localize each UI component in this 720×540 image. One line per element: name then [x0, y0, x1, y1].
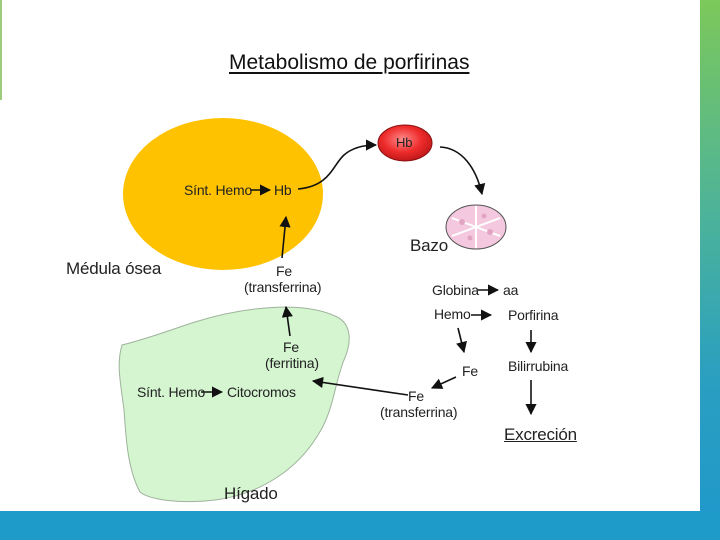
- arrow-hemo-to-fe: [458, 328, 464, 352]
- arrow-fe-to-transferrin: [432, 377, 456, 388]
- liver-fe-label: Fe: [281, 339, 301, 355]
- arrow-rbc-to-spleen: [440, 147, 482, 194]
- liver-label: Hígado: [224, 484, 278, 504]
- bone-marrow-label: Médula ósea: [66, 259, 161, 279]
- rbc-hb-label: Hb: [396, 135, 412, 150]
- transferrin-carrier-label: (transferrina): [380, 404, 457, 420]
- spleen-hemo-label: Hemo: [434, 306, 471, 322]
- marrow-synthesis-label: Sínt. Hemo: [184, 182, 252, 198]
- transferrin-fe-label: Fe: [406, 388, 426, 404]
- spleen-fe-label: Fe: [462, 363, 478, 379]
- diagram-title: Metabolismo de porfirinas: [229, 51, 469, 75]
- excrecion-label: Excreción: [504, 425, 577, 445]
- porfirina-label: Porfirina: [508, 307, 558, 323]
- bilirrubina-label: Bilirrubina: [508, 358, 568, 374]
- liver-synthesis-label: Sínt. Hemo: [137, 384, 205, 400]
- spleen-shape: [446, 205, 506, 249]
- marrow-hb-label: Hb: [274, 182, 292, 198]
- liver-fe-carrier-label: (ferritina): [265, 355, 319, 371]
- liver-shape: [119, 307, 349, 501]
- globina-label: Globina: [432, 282, 479, 298]
- citocromos-label: Citocromos: [227, 384, 296, 400]
- marrow-fe-label: Fe: [274, 263, 294, 279]
- marrow-fe-carrier-label: (transferrina): [244, 279, 321, 295]
- aa-label: aa: [503, 282, 518, 298]
- spleen-label: Bazo: [410, 236, 448, 256]
